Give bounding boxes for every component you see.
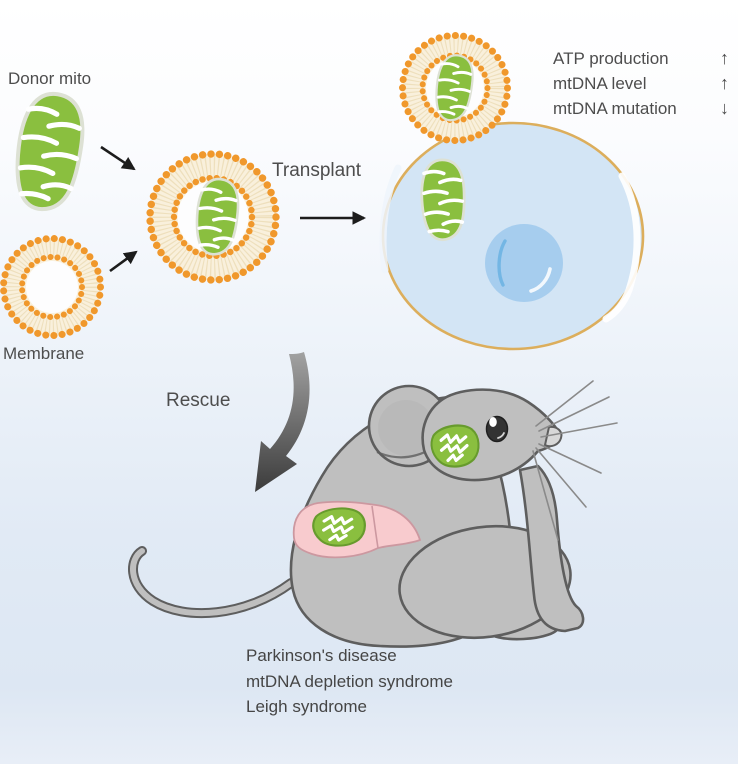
cell-highlight-right [602, 172, 641, 323]
donor-to-vesicle-arrow-icon [100, 145, 136, 171]
disease-list: Parkinson's disease mtDNA depletion synd… [246, 643, 453, 720]
fusing-vesicle-icon [399, 32, 511, 144]
membrane-to-vesicle-arrow-icon [109, 250, 138, 273]
up-arrow-icon: ↑ [720, 48, 729, 68]
liver-icon [292, 500, 422, 559]
mouse-whiskers [532, 380, 618, 541]
outcome-mtdna-level: mtDNA level ↑ [553, 71, 729, 96]
outcome-label: mtDNA level [553, 74, 647, 93]
outcome-mtdna-mutation: mtDNA mutation ↓ [553, 96, 729, 121]
disease-item: Leigh syndrome [246, 697, 367, 716]
nucleus-icon [485, 224, 563, 302]
outcome-label: mtDNA mutation [553, 99, 677, 118]
mouse-nose [543, 425, 563, 448]
cell-highlight-left [379, 164, 402, 274]
outcome-list: ATP production ↑ mtDNA level ↑ mtDNA mut… [553, 46, 729, 121]
rescue-label: Rescue [166, 390, 231, 411]
down-arrow-icon: ↓ [720, 98, 729, 118]
mouse-eye [485, 415, 509, 443]
mouse-front-leg [518, 464, 585, 633]
mito-vesicle-icon [146, 150, 280, 284]
disease-item: mtDNA depletion syndrome [246, 671, 453, 691]
disease-item: Parkinson's disease [246, 646, 397, 665]
recipient-cell-icon [379, 121, 645, 351]
rescue-arrow-icon [255, 352, 310, 492]
mouse-tail [128, 546, 296, 619]
transplant-label: Transplant [272, 160, 362, 181]
donor-mitochondrion-icon [12, 90, 88, 213]
membrane-label: Membrane [3, 344, 85, 363]
outcome-label: ATP production [553, 49, 669, 68]
internalized-mitochondrion-icon [418, 157, 468, 243]
membrane-vesicle-icon [0, 235, 104, 339]
mouse-icon [128, 380, 618, 648]
donor-mito-label: Donor mito [8, 69, 92, 88]
mouse-haunch [398, 524, 572, 640]
up-arrow-icon: ↑ [720, 73, 729, 93]
outcome-atp-production: ATP production ↑ [553, 46, 729, 71]
